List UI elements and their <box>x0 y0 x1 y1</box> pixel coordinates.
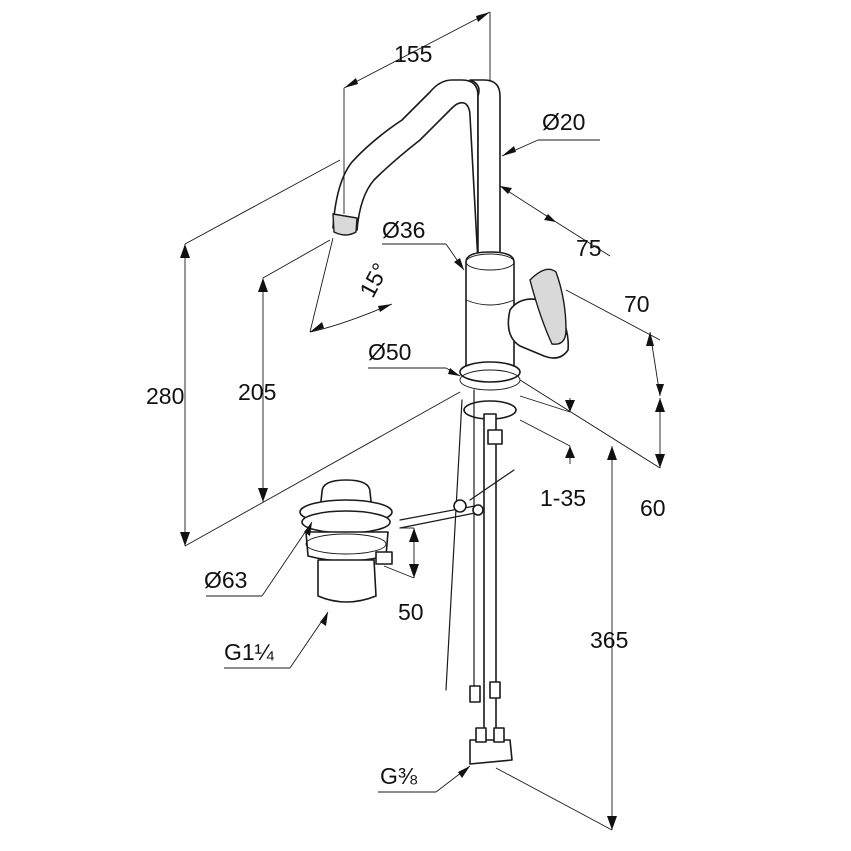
popup-rod <box>399 504 481 521</box>
dim-60: 60 <box>640 495 666 521</box>
spout <box>332 79 479 263</box>
dim-dia20: Ø20 <box>542 109 585 135</box>
dim-1-35: 1-35 <box>540 485 586 511</box>
dim-dia50: Ø50 <box>368 339 411 365</box>
lever-grip <box>529 268 567 345</box>
dimension-labels: 155 Ø20 75 Ø36 15° 70 Ø50 280 205 1-35 6… <box>146 41 666 789</box>
dim-365: 365 <box>590 627 628 653</box>
supply-connector <box>469 739 513 765</box>
dim-angle15: 15° <box>354 259 393 302</box>
spout-outlet <box>332 213 358 236</box>
dimension-lines <box>180 11 665 831</box>
dim-75: 75 <box>576 235 602 261</box>
dim-205: 205 <box>238 379 276 405</box>
mixer-body <box>465 251 515 381</box>
faucet-body <box>332 79 570 765</box>
dim-70: 70 <box>624 291 650 317</box>
dim-50: 50 <box>398 599 424 625</box>
dim-280: 280 <box>146 383 184 409</box>
waste-body <box>317 559 377 603</box>
dim-155: 155 <box>394 41 432 67</box>
base-flange <box>459 361 521 383</box>
dim-dia36: Ø36 <box>382 217 425 243</box>
dim-g3-8: G⅜ <box>380 763 418 789</box>
dim-g1-1-4: G1¼ <box>224 639 275 665</box>
dim-dia63: Ø63 <box>204 567 247 593</box>
popup-waste <box>299 479 393 603</box>
